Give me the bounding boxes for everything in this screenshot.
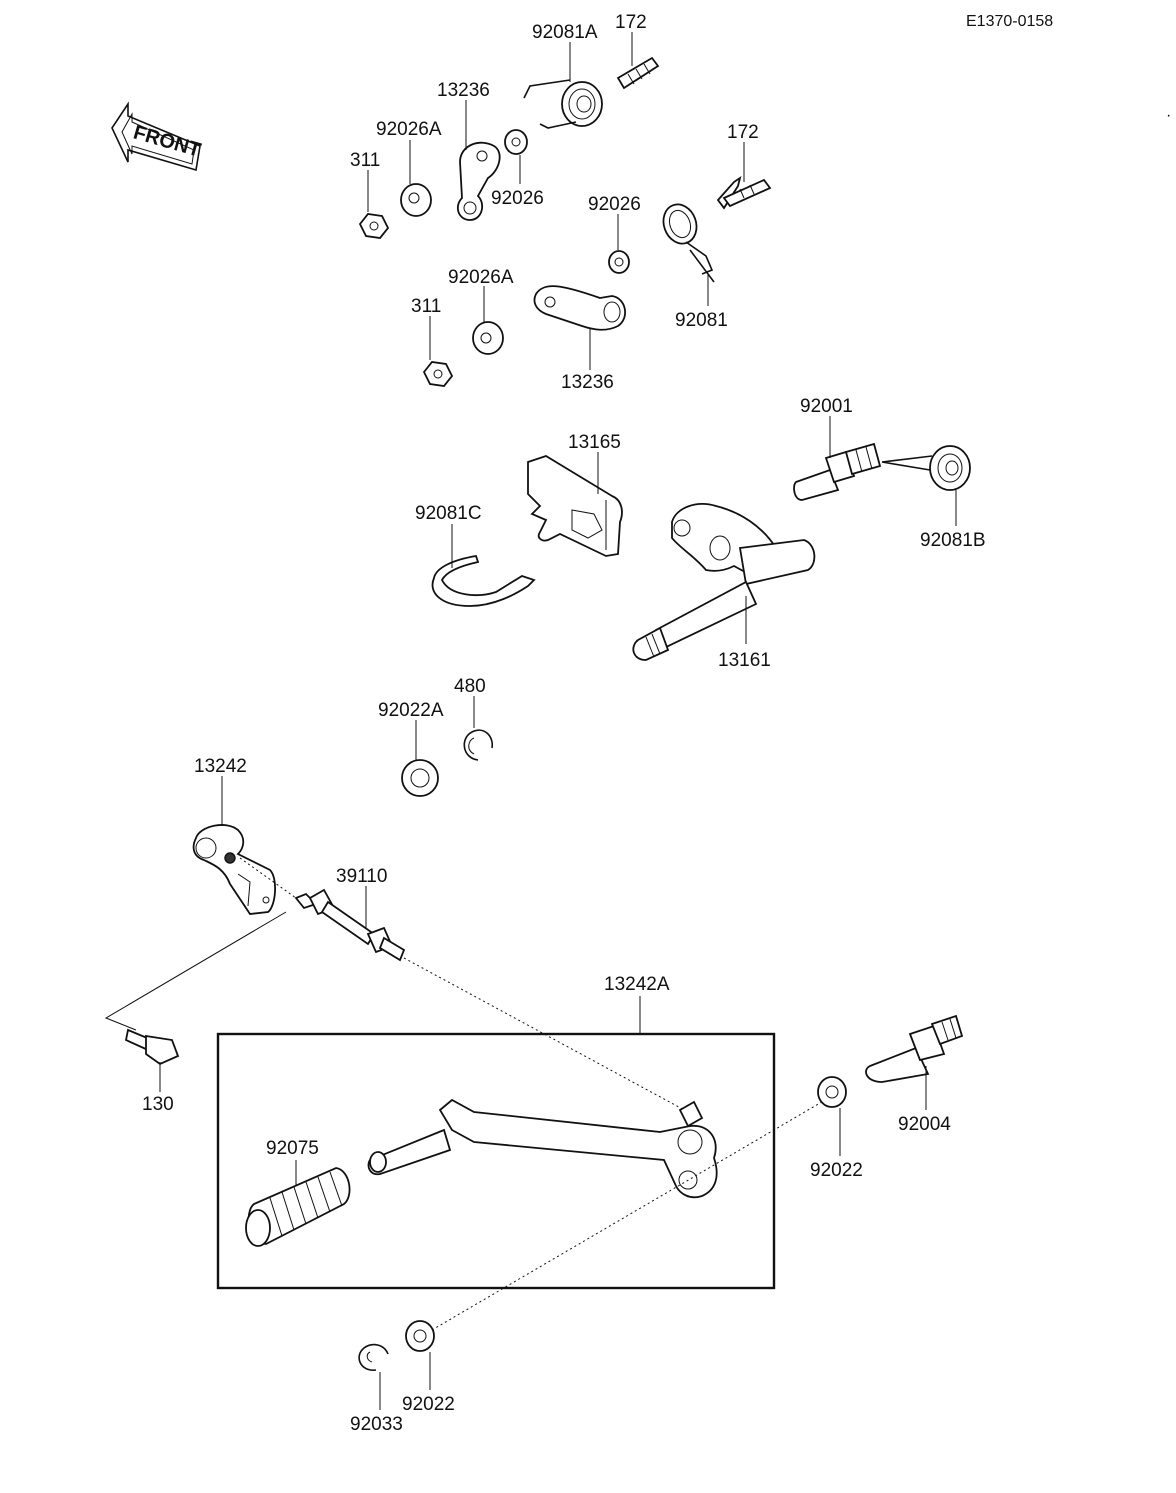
part-label-92026-left: 92026 [491,188,544,209]
part-label-13161: 13161 [718,650,771,671]
part-label-311-top: 311 [350,150,380,171]
part-label-92004: 92004 [898,1114,951,1135]
part-label-13165: 13165 [568,432,621,453]
stud-172-right-icon [716,175,772,210]
lever-13242-icon [192,824,276,915]
front-arrow-icon: FRONT [111,101,203,172]
washer-92026-left-icon [504,129,528,155]
rod-39110-icon [294,888,406,962]
pin-92004-icon [865,1014,964,1083]
part-label-172-right: 172 [727,122,759,143]
front-label: FRONT [131,122,203,162]
part-label-92026a-top: 92026A [376,119,442,140]
lever-13236-top-icon [456,141,501,221]
circlip-480-icon [463,729,494,761]
plate-13165-icon [527,455,623,557]
part-label-480: 480 [454,676,486,697]
part-label-92022-right: 92022 [810,1160,863,1181]
clip-92081c-icon [431,554,536,607]
eclip-92033-icon [358,1343,389,1371]
part-label-311-mid: 311 [411,296,441,317]
part-label-92033: 92033 [350,1414,403,1435]
part-label-172-top: 172 [615,12,647,33]
spring-92081-icon [662,203,715,283]
stud-172-top-icon [616,56,660,90]
pin-92001-icon [793,442,882,501]
nut-311-top-icon [358,213,390,239]
part-label-92081: 92081 [675,310,728,331]
nut-311-mid-icon [422,361,454,387]
washer-92022-bottom-icon [405,1320,435,1352]
shaft-13161-icon [632,503,816,661]
lever-13236-mid-icon [533,285,626,331]
part-label-92026-right: 92026 [588,194,641,215]
part-label-39110: 39110 [336,866,387,887]
part-label-92081a: 92081A [532,22,598,43]
spring-92081a-icon [523,79,603,129]
collar-92026a-top-icon [400,183,432,217]
part-label-92081c: 92081C [415,503,482,524]
part-label-92022-bottom: 92022 [402,1394,455,1415]
part-label-13236-mid: 13236 [561,372,614,393]
part-label-13236-top: 13236 [437,80,490,101]
part-label-92022a: 92022A [378,700,444,721]
washer-92022-right-icon [817,1076,847,1108]
pedal-rubber-92075-icon [245,1167,351,1247]
bolt-130-icon [124,1028,180,1066]
collar-92026a-mid-icon [472,321,504,355]
part-label-13242: 13242 [194,756,247,777]
part-label-92081b: 92081B [920,530,986,551]
washer-92022a-icon [401,759,439,797]
spring-92081b-icon [881,445,971,491]
shift-pedal-icon [367,1098,718,1199]
part-label-92001: 92001 [800,396,853,417]
diagram-code: E1370-0158 [966,13,1053,30]
part-label-13242a: 13242A [604,974,670,995]
part-label-130: 130 [142,1094,174,1115]
edge-mark: · [1166,107,1171,124]
part-label-92026a-mid: 92026A [448,267,514,288]
assembly-box-13242a [216,1032,776,1290]
washer-92026-right-icon [608,250,630,274]
part-label-92075: 92075 [266,1138,319,1159]
